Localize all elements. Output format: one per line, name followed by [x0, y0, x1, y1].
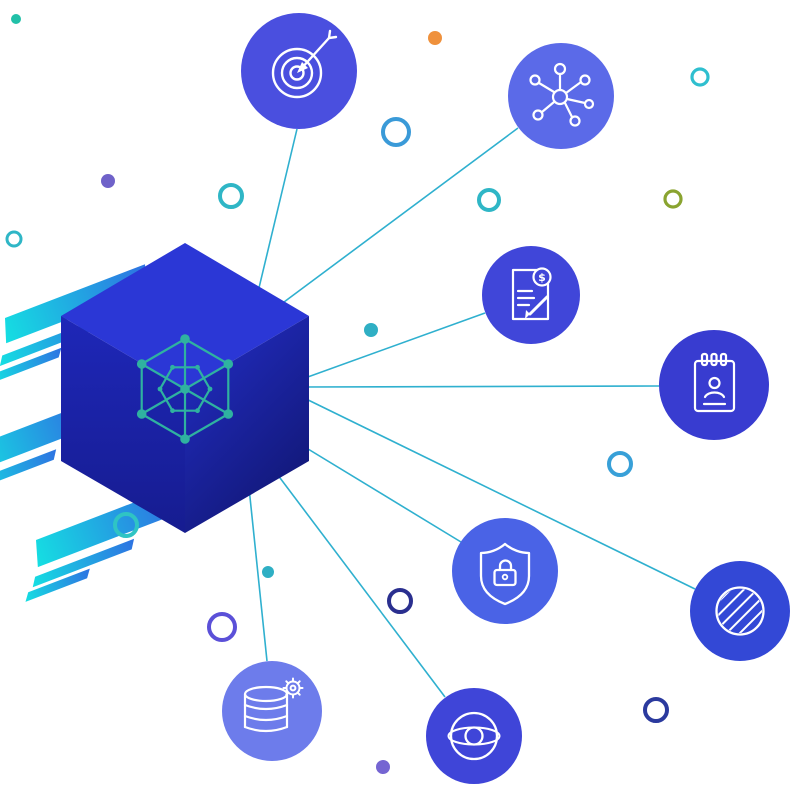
- target-node: [241, 13, 357, 129]
- ring-teal-2: [477, 188, 501, 212]
- connector-lines: [247, 127, 696, 698]
- dollar-badge: $: [538, 271, 546, 284]
- dot-purple: [101, 174, 115, 188]
- ring-navy-2: [643, 697, 669, 723]
- ring-green-1: [663, 189, 683, 209]
- connector-line-globe: [267, 461, 446, 698]
- cube-right-face: [185, 316, 309, 533]
- connector-line-contacts: [299, 385, 660, 388]
- isometric-cube: [61, 243, 309, 533]
- connector-line-security: [284, 434, 462, 543]
- dot-teal-2: [262, 566, 274, 578]
- target-arrow-icon: [271, 29, 338, 99]
- ring-teal-5: [5, 230, 23, 248]
- globe-lens-icon: [447, 711, 501, 761]
- node-circle: [482, 246, 580, 344]
- node-circle: [659, 330, 769, 440]
- ring-purple-1: [207, 612, 237, 642]
- database-node: [222, 661, 322, 761]
- connector-line-hub: [279, 127, 519, 306]
- node-circle: [508, 43, 614, 149]
- node-circle: [426, 688, 522, 784]
- hub-node: [508, 43, 614, 149]
- ring-blue-2: [607, 451, 633, 477]
- connector-line-sphere: [299, 395, 696, 590]
- decorative-dots: [11, 14, 442, 774]
- hub-network-icon: [529, 62, 595, 127]
- node-circle: [690, 561, 790, 661]
- ring-teal-3: [690, 67, 710, 87]
- invoice-node: $: [482, 246, 580, 344]
- ring-teal-1: [218, 183, 244, 209]
- security-node: [452, 518, 558, 624]
- shield-lock-icon: [479, 542, 531, 606]
- connector-line-invoice: [304, 312, 486, 379]
- network-cube-nodes: [136, 334, 234, 444]
- ribbon-group-middle: [0, 404, 84, 493]
- database-gear-icon: [243, 677, 304, 733]
- decorative-rings: [5, 67, 710, 723]
- connector-line-database: [247, 477, 268, 662]
- invoice-dollar-icon: $: [511, 267, 552, 321]
- cube-left-face: [61, 316, 185, 533]
- dot-violet: [376, 760, 390, 774]
- dot-orange: [428, 31, 442, 45]
- ring-blue-1: [381, 117, 411, 147]
- dot-teal-1: [364, 323, 378, 337]
- globe-node: [426, 688, 522, 784]
- connector-line-target: [257, 128, 298, 293]
- contact-notebook-icon: [693, 352, 736, 413]
- contacts-node: [659, 330, 769, 440]
- dot-teal-green: [11, 14, 21, 24]
- ribbon-group-bottom: [25, 489, 169, 602]
- node-circle: [222, 661, 322, 761]
- sphere-node: [690, 561, 790, 661]
- ring-teal-4: [113, 512, 139, 538]
- ring-navy-1: [387, 588, 413, 614]
